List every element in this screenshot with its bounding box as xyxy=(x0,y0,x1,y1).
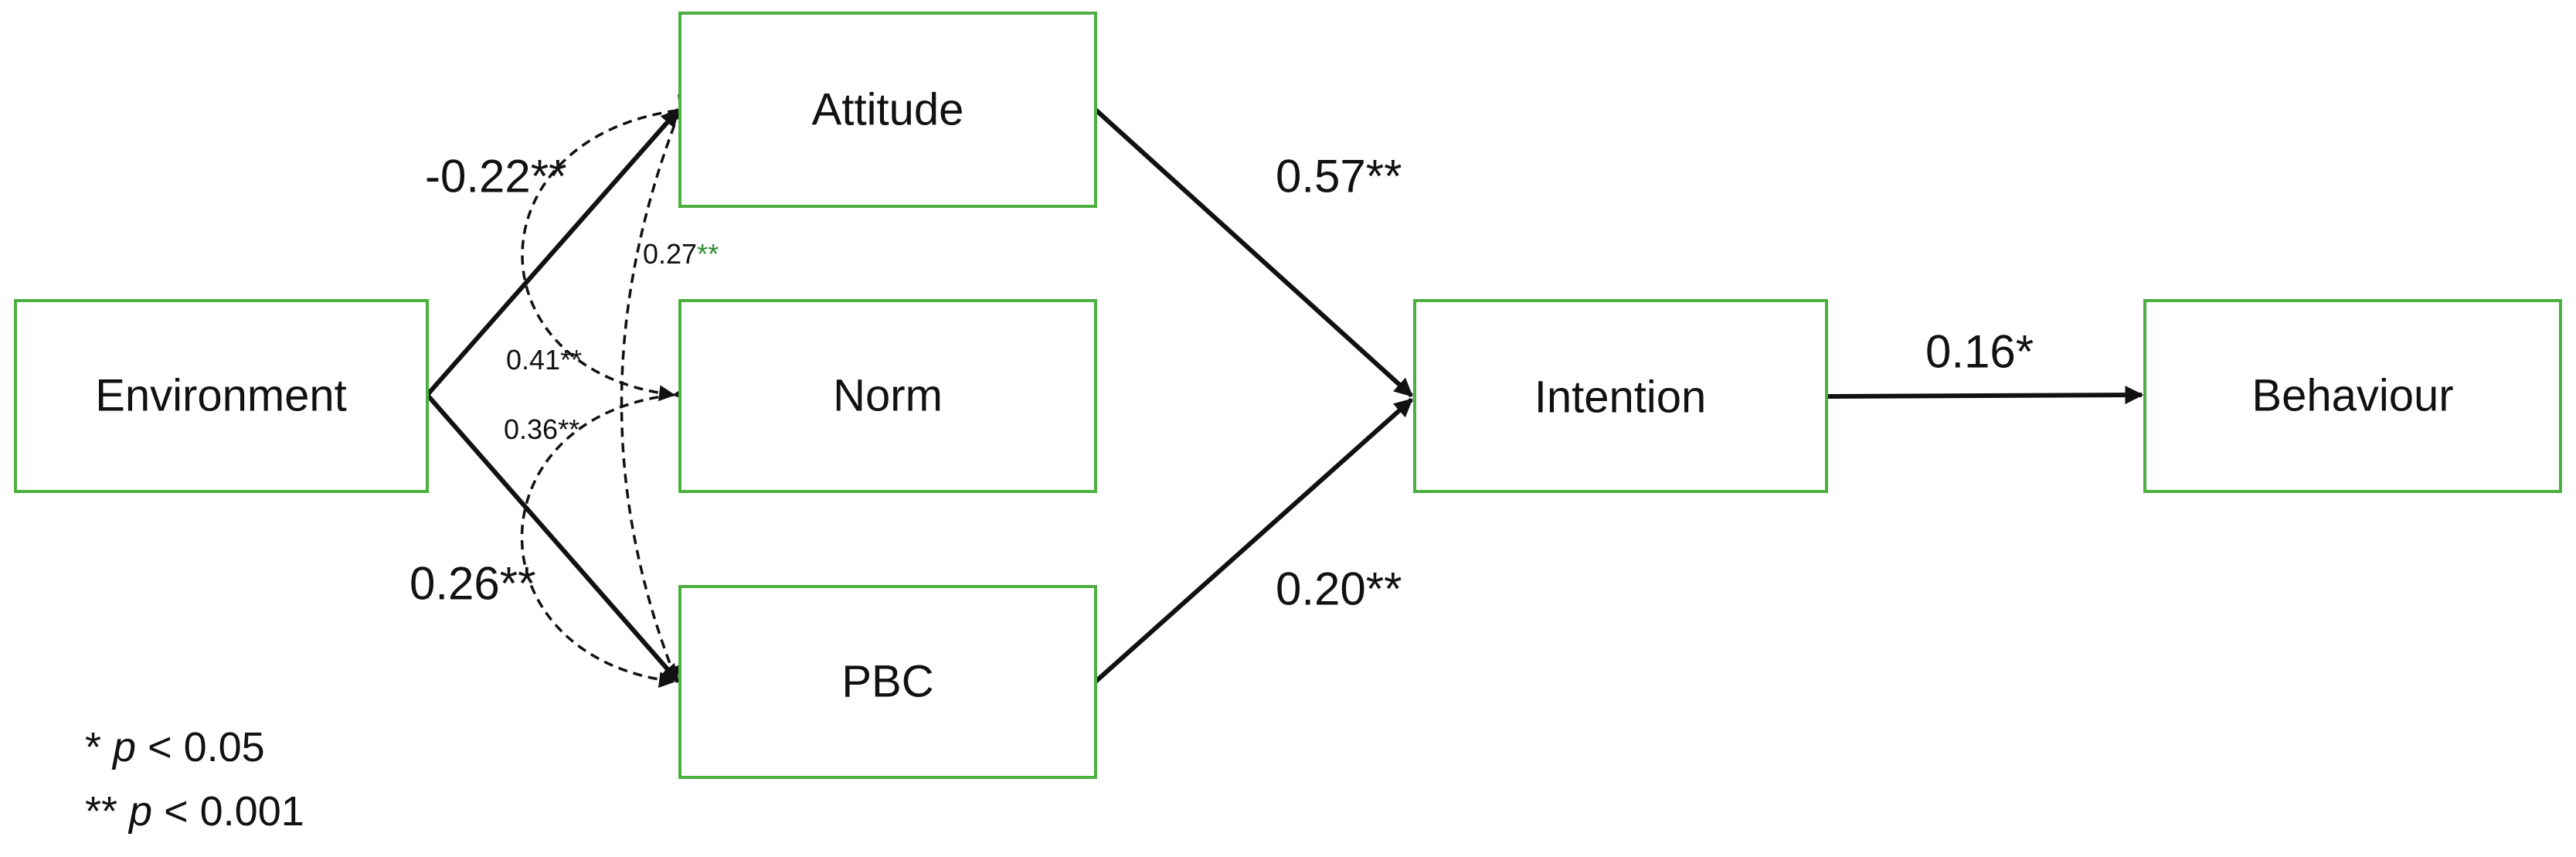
edge-pbc-intention xyxy=(1094,397,1413,684)
correlation-label-norm-pbc: 0.36** xyxy=(504,413,579,445)
node-environment: Environment xyxy=(14,299,429,493)
edge-intention-behaviour xyxy=(1826,386,2144,405)
legend-line-p001-stars: ** xyxy=(85,788,129,835)
legend-line-p05-p: p xyxy=(111,724,136,770)
legend-line-p05-rest: < 0.05 xyxy=(136,724,265,770)
legend-line-p001-p: p xyxy=(127,788,152,835)
node-environment-label: Environment xyxy=(95,371,347,421)
correlation-attitude-pbc xyxy=(620,94,693,683)
edge-environment-attitude xyxy=(425,108,681,396)
correlation-stars-attitude-norm: ** xyxy=(560,344,582,376)
legend-line-p05: * p < 0.05 xyxy=(85,724,265,770)
correlation-value-attitude-norm: 0.41 xyxy=(506,344,560,376)
node-pbc-label: PBC xyxy=(841,657,933,707)
significance-legend: * p < 0.05 ** p < 0.001 xyxy=(85,724,304,835)
correlation-stars-attitude-pbc: ** xyxy=(697,238,719,270)
node-behaviour: Behaviour xyxy=(2143,299,2562,493)
edge-environment-pbc xyxy=(425,393,681,683)
coef-environment-attitude: -0.22** xyxy=(425,151,566,202)
correlation-norm-pbc xyxy=(520,385,689,689)
edge-attitude-intention xyxy=(1093,107,1414,398)
coef-pbc-intention: 0.20** xyxy=(1276,563,1402,615)
correlation-attitude-norm xyxy=(521,100,693,402)
legend-line-p001: ** p < 0.001 xyxy=(85,788,304,835)
legend-line-p001-rest: < 0.001 xyxy=(152,788,304,835)
correlation-stars-norm-pbc: ** xyxy=(558,413,579,445)
correlation-label-attitude-pbc: 0.27** xyxy=(643,238,719,270)
node-intention: Intention xyxy=(1413,299,1828,493)
coef-attitude-intention: 0.57** xyxy=(1276,151,1402,202)
node-pbc: PBC xyxy=(678,585,1097,779)
node-norm-label: Norm xyxy=(833,371,943,421)
coef-environment-pbc: 0.26** xyxy=(410,558,535,610)
correlation-value-norm-pbc: 0.36 xyxy=(504,413,558,445)
node-behaviour-label: Behaviour xyxy=(2251,371,2453,421)
node-attitude: Attitude xyxy=(678,12,1097,208)
node-intention-label: Intention xyxy=(1534,372,1707,423)
node-norm: Norm xyxy=(678,299,1097,493)
legend-line-p05-stars: * xyxy=(85,724,113,770)
node-attitude-label: Attitude xyxy=(812,85,964,135)
correlation-label-attitude-norm: 0.41** xyxy=(506,344,582,376)
coef-intention-behaviour: 0.16* xyxy=(1925,326,2034,378)
correlation-value-attitude-pbc: 0.27 xyxy=(643,238,697,270)
